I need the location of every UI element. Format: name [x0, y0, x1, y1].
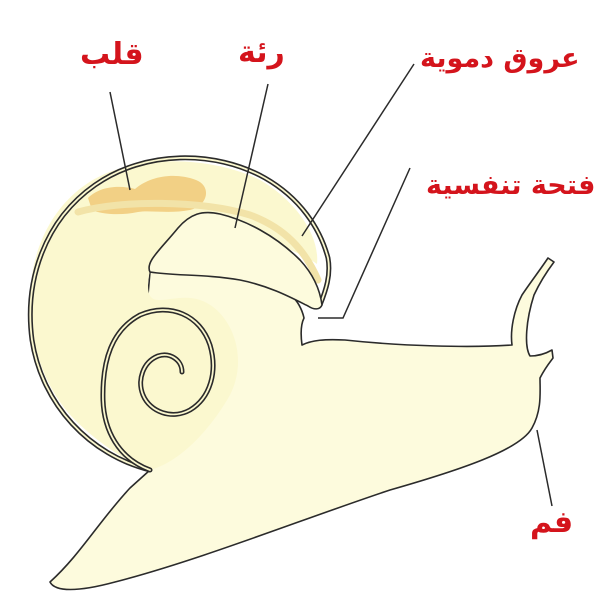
label-heart: قلب	[80, 40, 144, 70]
label-blood-vessels: عروق دموية	[420, 45, 580, 72]
label-lung: رئة	[238, 38, 285, 68]
label-mouth: فم	[530, 508, 573, 538]
label-respiratory-pore: فتحة تنفسية	[426, 172, 595, 199]
mouth-pointer	[537, 430, 552, 506]
vessels-pointer	[302, 64, 414, 236]
